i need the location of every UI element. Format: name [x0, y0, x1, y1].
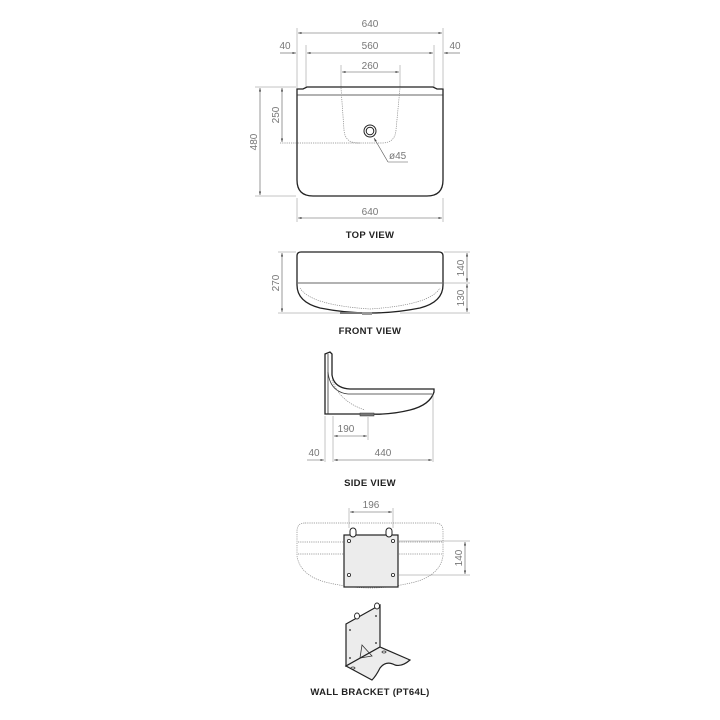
wall-bracket-title: WALL BRACKET (PT64L) — [310, 687, 429, 698]
dim-front-lower: 130 — [456, 289, 467, 306]
top-view: 640 560 40 40 260 ø45 480 250 — [249, 19, 461, 241]
side-view: 190 40 440 SIDE VIEW — [307, 351, 435, 489]
dim-top-bottom-width: 640 — [362, 207, 379, 218]
front-view-title: FRONT VIEW — [339, 326, 402, 337]
dim-top-depth: 480 — [249, 133, 260, 150]
wall-bracket-iso: WALL BRACKET (PT64L) — [310, 602, 429, 698]
dim-top-waste-diameter: ø45 — [389, 151, 407, 162]
dim-side-projection: 440 — [375, 448, 392, 459]
front-view: 270 140 130 FRONT VIEW — [271, 251, 470, 337]
dim-front-upper: 140 — [456, 259, 467, 276]
side-view-title: SIDE VIEW — [344, 478, 396, 489]
dim-rear-bracket-width: 196 — [363, 500, 380, 511]
dim-front-height: 270 — [271, 274, 282, 291]
dim-top-waste-width: 260 — [362, 61, 379, 72]
dim-side-wall-gap: 40 — [308, 448, 320, 459]
dim-top-overall-width: 640 — [362, 19, 379, 30]
dim-top-inner-width: 560 — [362, 41, 379, 52]
dim-top-left-margin: 40 — [279, 41, 291, 52]
top-view-title: TOP VIEW — [346, 230, 395, 241]
dim-rear-bracket-height: 140 — [454, 549, 465, 566]
dim-top-waste-depth: 250 — [271, 106, 282, 123]
dim-side-waste-offset: 190 — [338, 424, 355, 435]
rear-view: 196 140 — [296, 500, 470, 589]
dim-top-right-margin: 40 — [449, 41, 461, 52]
